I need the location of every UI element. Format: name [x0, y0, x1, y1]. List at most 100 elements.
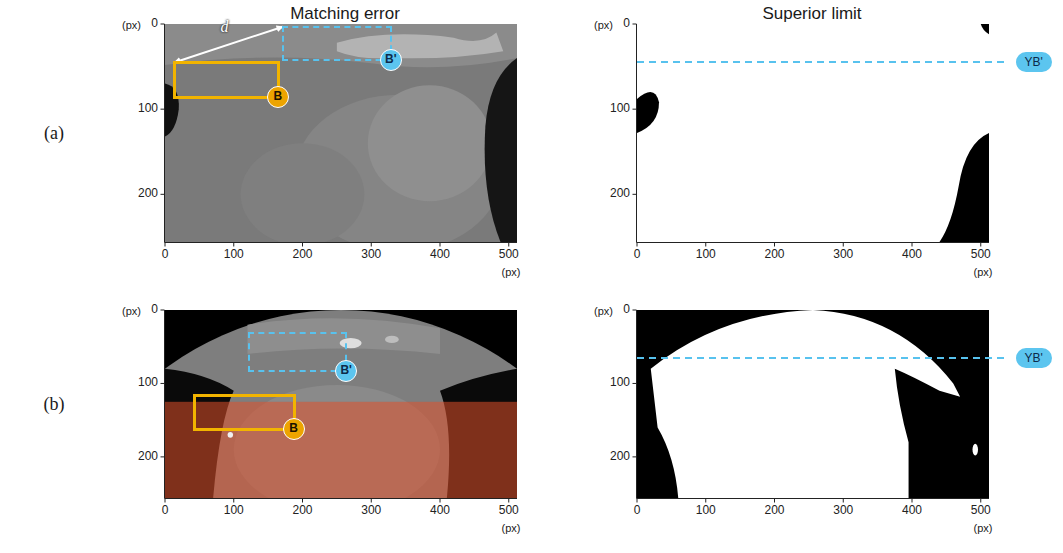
tick-label: 300: [833, 504, 853, 518]
limit-line: [637, 357, 1008, 359]
tick-label: 400: [902, 504, 922, 518]
tick-label: 200: [764, 504, 784, 518]
axis-line: [912, 243, 913, 247]
tick-label: 200: [610, 187, 630, 201]
tick-label: 500: [971, 248, 991, 262]
search-box: B: [173, 61, 280, 98]
axis-line: [843, 243, 844, 247]
axis-line: [161, 24, 165, 25]
column-heading: Matching error: [290, 4, 400, 24]
tick-label: 100: [696, 248, 716, 262]
axis-unit: (px): [502, 266, 521, 279]
axis-line: [633, 109, 637, 110]
limit-tag: YB': [1016, 52, 1052, 72]
axis-line: [633, 24, 637, 25]
axis-line: [440, 243, 441, 247]
axis-line: [774, 499, 775, 503]
tick-label: 200: [764, 248, 784, 262]
tag-text: YB': [1025, 350, 1043, 366]
axis-line: [165, 243, 166, 247]
search-box: B: [193, 394, 296, 431]
tick-label: 400: [430, 248, 450, 262]
axis-line: [633, 456, 637, 457]
axis-line: [637, 498, 990, 499]
axis-line: [637, 242, 990, 243]
axis-line: [774, 243, 775, 247]
tick-label: 200: [138, 450, 158, 464]
axis-line: [508, 499, 509, 503]
axis-line: [705, 499, 706, 503]
tick-label: 200: [292, 504, 312, 518]
axis-line: [637, 499, 638, 503]
search-box: B': [248, 332, 348, 372]
box-badge: B: [267, 86, 289, 108]
tick-label: 100: [696, 504, 716, 518]
axis-line: [371, 243, 372, 247]
box-badge: B': [380, 49, 402, 71]
axis-line: [705, 243, 706, 247]
axis-line: [164, 24, 165, 243]
tick-label: 0: [623, 17, 630, 31]
axis-line: [980, 243, 981, 247]
axis-line: [980, 499, 981, 503]
axis-unit: (px): [594, 19, 613, 32]
tick-label: 100: [224, 504, 244, 518]
tick-label: 0: [162, 504, 169, 518]
ct-slice-b: [165, 310, 517, 498]
tick-label: 0: [634, 248, 641, 262]
axis-line: [302, 243, 303, 247]
axis-unit: (px): [594, 305, 613, 318]
axis-line: [636, 24, 637, 243]
axis-unit: (px): [122, 305, 141, 318]
limit-tag: YB': [1016, 348, 1052, 368]
mask-a: [637, 24, 989, 242]
axis-line: [508, 243, 509, 247]
axis-line: [633, 383, 637, 384]
tick-label: 500: [499, 504, 519, 518]
axis-line: [637, 243, 638, 247]
axis-line: [161, 109, 165, 110]
axis-line: [440, 499, 441, 503]
axis-line: [165, 498, 518, 499]
box-badge: B: [283, 418, 305, 440]
axis-line: [633, 310, 637, 311]
axis-unit: (px): [974, 522, 993, 535]
tick-label: 500: [499, 248, 519, 262]
tick-label: 0: [162, 248, 169, 262]
tick-label: 300: [361, 248, 381, 262]
tick-label: 500: [971, 504, 991, 518]
box-badge: B': [335, 360, 357, 382]
tick-label: 200: [292, 248, 312, 262]
tick-label: 400: [902, 248, 922, 262]
tick-label: 100: [138, 102, 158, 116]
row-label: (b): [44, 394, 65, 415]
axis-line: [164, 310, 165, 499]
axis-line: [633, 194, 637, 195]
mask-b: [637, 310, 989, 498]
axis-line: [912, 499, 913, 503]
tick-label: 0: [151, 17, 158, 31]
tick-label: 0: [623, 303, 630, 317]
tick-label: 100: [138, 377, 158, 391]
distance-arrow: [174, 27, 283, 63]
axis-line: [161, 310, 165, 311]
tick-label: 300: [361, 504, 381, 518]
axis-unit: (px): [502, 522, 521, 535]
axis-line: [233, 499, 234, 503]
tick-label: 200: [138, 187, 158, 201]
tick-label: 100: [610, 102, 630, 116]
column-heading: Superior limit: [762, 4, 861, 24]
axis-line: [371, 499, 372, 503]
limit-line: [637, 61, 1008, 63]
row-label: (a): [44, 123, 64, 144]
tick-label: 300: [833, 248, 853, 262]
axis-line: [161, 383, 165, 384]
axis-line: [843, 499, 844, 503]
axis-line: [165, 242, 518, 243]
tick-label: 400: [430, 504, 450, 518]
axis-unit: (px): [122, 19, 141, 32]
ct-slice-a: [165, 24, 517, 242]
